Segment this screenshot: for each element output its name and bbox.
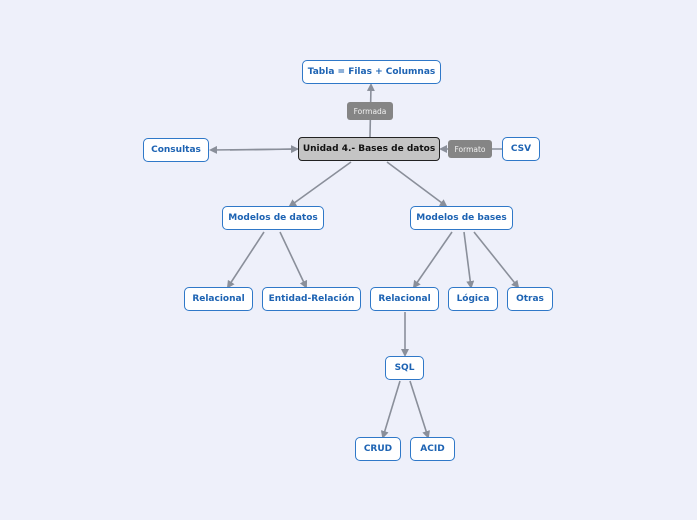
node-crud[interactable]: CRUD — [355, 437, 401, 461]
edge-modelos-bases-otras — [473, 231, 520, 289]
node-otras[interactable]: Otras — [507, 287, 553, 311]
node-central[interactable]: Unidad 4.- Bases de datos — [298, 137, 440, 161]
node-modelos-datos[interactable]: Modelos de datos — [222, 206, 324, 230]
node-relacional-datos[interactable]: Relacional — [184, 287, 253, 311]
edge-central-modelos-bases — [386, 161, 448, 208]
node-modelos-bases[interactable]: Modelos de bases — [410, 206, 513, 230]
node-acid[interactable]: ACID — [410, 437, 455, 461]
edge-label-formada: Formada — [347, 102, 393, 120]
node-logica[interactable]: Lógica — [448, 287, 498, 311]
edge-consultas-central — [229, 145, 299, 154]
edge-modelos-datos-entidad — [279, 231, 308, 289]
node-tabla[interactable]: Tabla = Filas + Columnas — [302, 60, 441, 84]
edge-modelos-bases-logica — [463, 231, 475, 289]
edge-sql-acid — [409, 380, 430, 439]
edge-modelos-datos-relacional — [226, 231, 265, 289]
edge-modelos-bases-relacional — [412, 231, 453, 289]
node-csv[interactable]: CSV — [502, 137, 540, 161]
edge-central-modelos-datos — [288, 161, 352, 208]
node-entidad-relacion[interactable]: Entidad-Relación — [262, 287, 361, 311]
node-consultas[interactable]: Consultas — [143, 138, 209, 162]
edge-sql-crud — [380, 380, 401, 439]
node-sql[interactable]: SQL — [385, 356, 424, 380]
node-relacional-bases[interactable]: Relacional — [370, 287, 439, 311]
edge-label-formato: Formato — [448, 140, 492, 158]
